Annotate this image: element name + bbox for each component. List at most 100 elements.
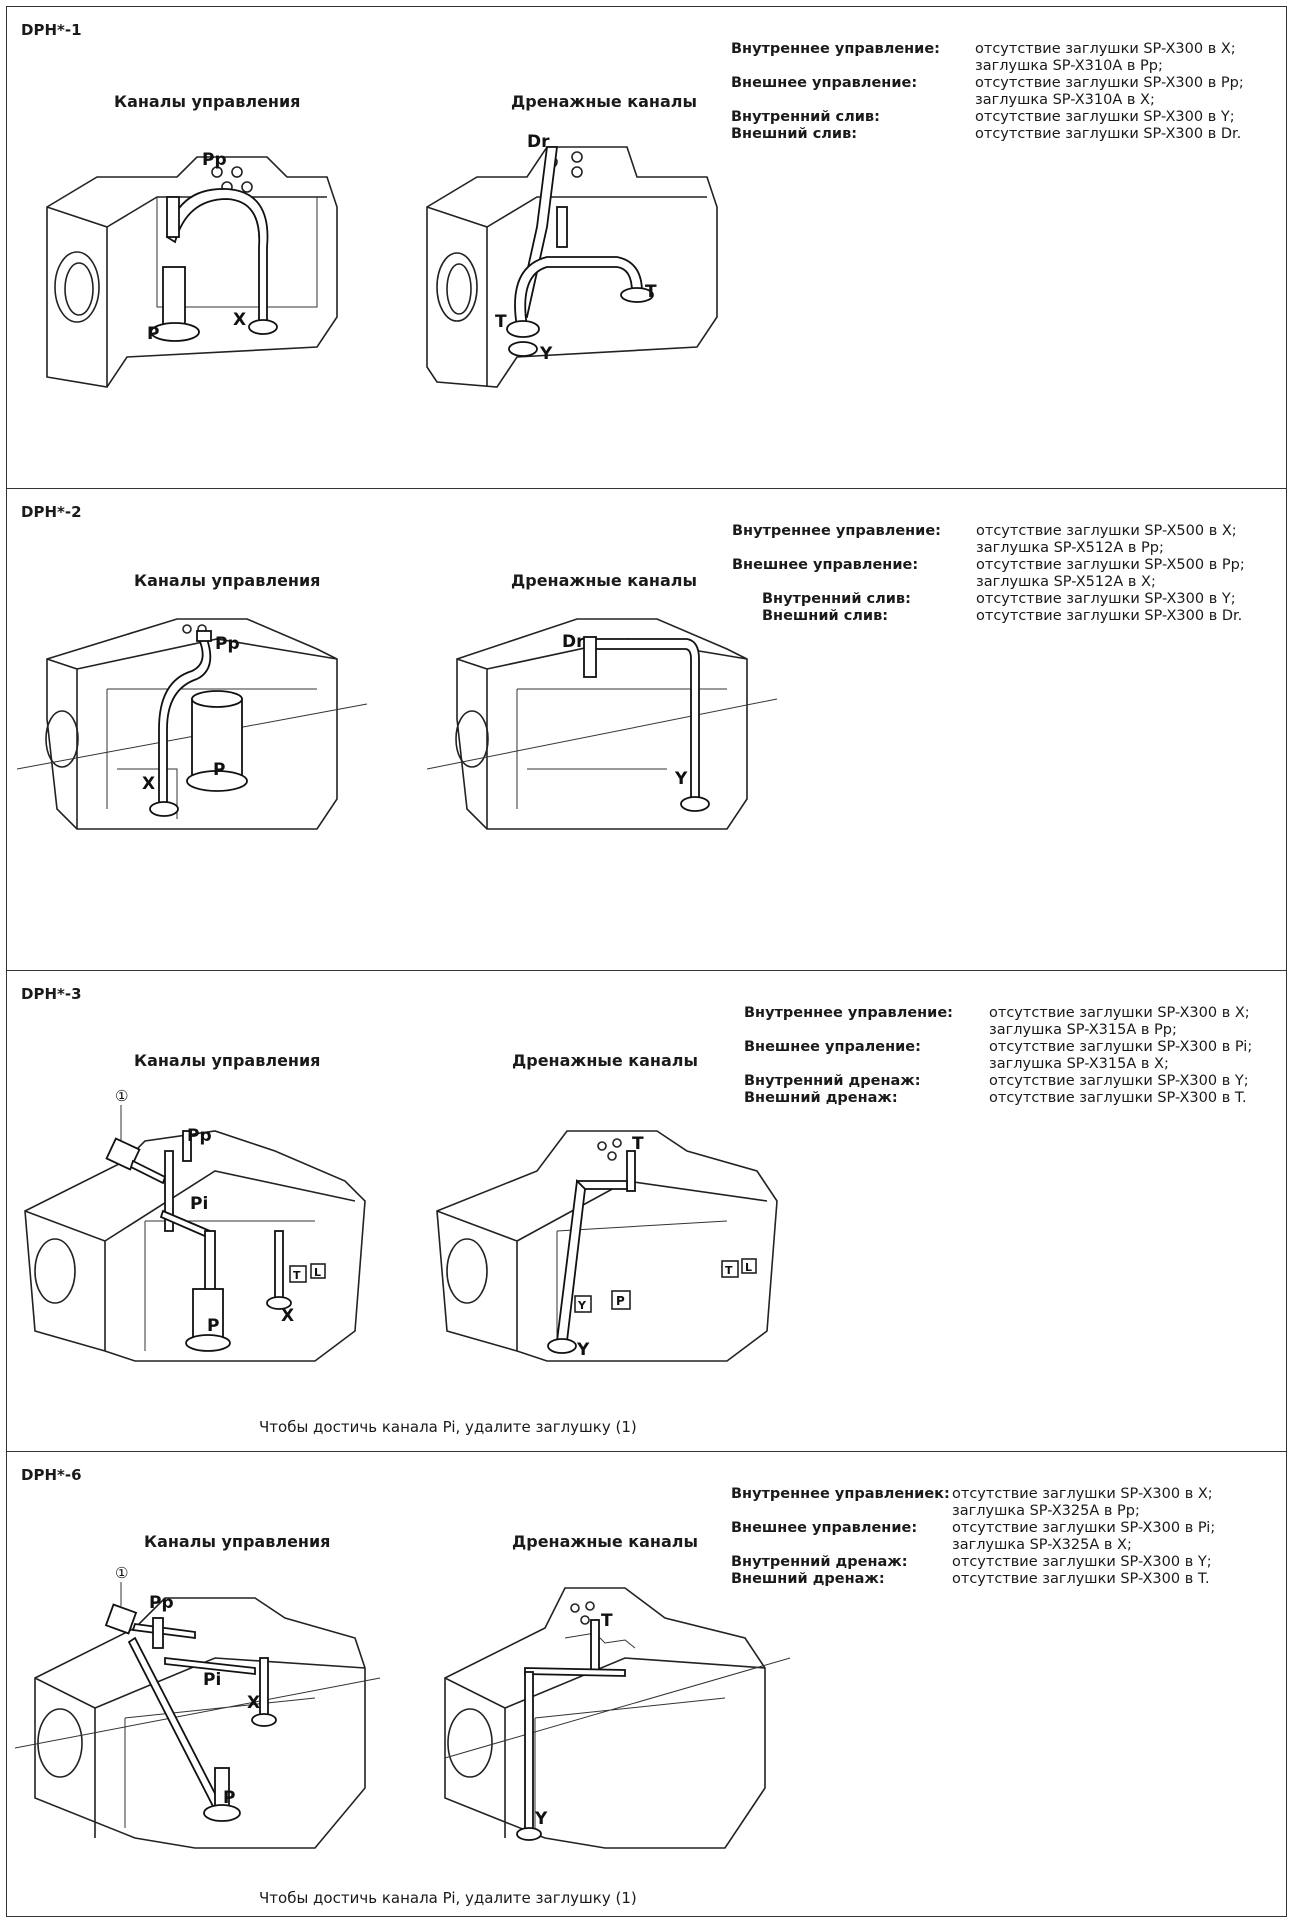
spec-label: Внутренний слив: (762, 591, 911, 607)
spec-value: отсутствие заглушки SP-X300 в Y; (975, 109, 1235, 125)
port-label-x: X (247, 1693, 260, 1713)
box-label-p: P (616, 1294, 625, 1308)
port-label-x: X (233, 310, 246, 330)
control-channels-caption: Каналы управления (134, 571, 321, 590)
footnote: Чтобы достичь канала Pi, удалите заглушк… (259, 1889, 637, 1907)
spec-label: Внутренний дренаж: (731, 1554, 908, 1570)
spec-label: Внешний слив: (731, 126, 858, 142)
drain-channels-caption: Дренажные каналы (512, 1532, 698, 1551)
spec-list: Внутреннее управление: отсутствие заглушк… (744, 1005, 1252, 1107)
box-label-t: T (293, 1269, 301, 1282)
drain-channels-caption: Дренажные каналы (511, 571, 697, 590)
spec-list: Внутреннее управление: отсутствие заглушк… (732, 523, 1245, 625)
port-label-pi: Pi (190, 1194, 208, 1214)
spec-label: Внешний дренаж: (744, 1090, 898, 1106)
spec-value: отсутствие заглушки SP-X300 в X; (989, 1005, 1250, 1021)
spec-label: Внешний слив: (762, 608, 889, 624)
port-label-x: X (281, 1306, 294, 1326)
spec-value: отсутствие заглушки SP-X300 в Dr. (975, 126, 1242, 142)
spec-value-cont: заглушка SP-X325A в Pp; (952, 1503, 1140, 1519)
spec-value-cont: заглушка SP-X315A в X; (989, 1056, 1169, 1072)
port-label-y: Y (674, 769, 688, 789)
spec-label: Внутренний слив: (731, 109, 880, 125)
box-label-l: L (314, 1266, 321, 1279)
spec-value-cont: заглушка SP-X315A в Pp; (989, 1022, 1177, 1038)
drain-channels-diagram: Dr T T Y (426, 132, 718, 388)
box-label-l: L (745, 1261, 752, 1274)
port-label-x: X (142, 774, 155, 794)
spec-value: отсутствие заглушки SP-X300 в Pp; (975, 75, 1244, 91)
spec-value-cont: заглушка SP-X512A в X; (976, 574, 1156, 590)
spec-value: отсутствие заглушки SP-X300 в Y; (976, 591, 1236, 607)
section-code: DPH*-1 (21, 21, 82, 39)
spec-value: отсутствие заглушки SP-X300 в X; (975, 41, 1236, 57)
port-label-p: P (147, 324, 159, 344)
plug-callout-1: ① (115, 1564, 128, 1582)
spec-value: отсутствие заглушки SP-X500 в Pp; (976, 557, 1245, 573)
spec-value: отсутствие заглушки SP-X300 в Pi; (952, 1520, 1216, 1536)
port-label-p: P (213, 760, 225, 780)
spec-label: Внутренний дренаж: (744, 1073, 921, 1089)
section-dph-3: DPH*-3 Каналы управления Дренажные канал… (6, 970, 1287, 1452)
spec-value-cont: заглушка SP-X325A в X; (952, 1537, 1132, 1553)
section-code: DPH*-3 (21, 985, 82, 1003)
spec-value-cont: заглушка SP-X512A в Pp; (976, 540, 1164, 556)
plug-callout-1: ① (115, 1087, 128, 1105)
control-channels-diagram: Pp X P (17, 618, 368, 830)
control-channels-caption: Каналы управления (134, 1051, 321, 1070)
spec-label: Внутреннее управление: (732, 523, 941, 539)
port-label-dr: Dr (527, 132, 550, 152)
spec-list: Внутреннее управление: отсутствие заглушк… (731, 41, 1244, 143)
port-label-p: P (223, 1788, 235, 1808)
drain-channels-caption: Дренажные каналы (512, 1051, 698, 1070)
drain-channels-diagram: Dr Y (427, 618, 778, 830)
port-label-t: T (495, 312, 507, 332)
section-code: DPH*-2 (21, 503, 82, 521)
spec-label: Внешнее управление: (732, 557, 919, 573)
drain-channels-diagram: T Y (444, 1587, 791, 1849)
control-channels-diagram: ① Pp Pi P X T L (24, 1087, 366, 1362)
spec-label: Внутреннее управлениек: (731, 1486, 950, 1502)
port-label-dr: Dr (562, 632, 585, 652)
port-label-t: T (645, 282, 657, 302)
control-channels-diagram: ① Pp Pi X P (15, 1564, 381, 1849)
port-label-pp: Pp (187, 1126, 212, 1146)
spec-value: отсутствие заглушки SP-X500 в X; (976, 523, 1237, 539)
spec-value: отсутствие заглушки SP-X300 в X; (952, 1486, 1213, 1502)
spec-label: Внешнее управление: (731, 1520, 918, 1536)
port-label-y: Y (539, 344, 553, 364)
port-label-pp: Pp (215, 634, 240, 654)
port-label-t: T (601, 1611, 613, 1631)
port-label-pp: Pp (202, 150, 227, 170)
spec-value: отсутствие заглушки SP-X300 в Dr. (976, 608, 1243, 624)
box-label-t: T (725, 1264, 733, 1277)
spec-value: отсутствие заглушки SP-X300 в Y; (989, 1073, 1249, 1089)
section-dph-2: DPH*-2 Каналы управления Дренажные канал… (6, 488, 1287, 971)
footnote: Чтобы достичь канала Pi, удалите заглушк… (259, 1418, 637, 1436)
spec-value: отсутствие заглушки SP-X300 в Pi; (989, 1039, 1253, 1055)
port-label-pp: Pp (149, 1593, 174, 1613)
spec-label: Внешнее управление: (731, 75, 918, 91)
spec-label: Внешний дренаж: (731, 1571, 885, 1587)
section-dph-6: DPH*-6 Каналы управления Дренажные канал… (6, 1451, 1287, 1917)
port-label-pi: Pi (203, 1670, 221, 1690)
drain-channels-diagram: T Y P T L Y (436, 1130, 778, 1362)
spec-label: Внутреннее управление: (744, 1005, 953, 1021)
spec-value-cont: заглушка SP-X310A в X; (975, 92, 1155, 108)
port-label-p: P (207, 1316, 219, 1336)
spec-value-cont: заглушка SP-X310A в Pp; (975, 58, 1163, 74)
section-dph-1: DPH*-1 Каналы управления Дренажные канал… (6, 6, 1287, 489)
spec-list: Внутреннее управлениек:отсутствие заглуш… (731, 1486, 1215, 1588)
control-channels-diagram: Pp P X (46, 150, 338, 388)
box-label-y: Y (577, 1299, 587, 1312)
port-label-y: Y (534, 1809, 548, 1829)
drain-channels-caption: Дренажные каналы (511, 92, 697, 111)
control-channels-caption: Каналы управления (114, 92, 301, 111)
spec-label: Внутреннее управление: (731, 41, 940, 57)
port-label-y: Y (576, 1340, 590, 1360)
spec-value: отсутствие заглушки SP-X300 в T. (952, 1571, 1210, 1587)
port-label-t: T (632, 1134, 644, 1154)
spec-value: отсутствие заглушки SP-X300 в T. (989, 1090, 1247, 1106)
spec-label: Внешнее упраление: (744, 1039, 921, 1055)
